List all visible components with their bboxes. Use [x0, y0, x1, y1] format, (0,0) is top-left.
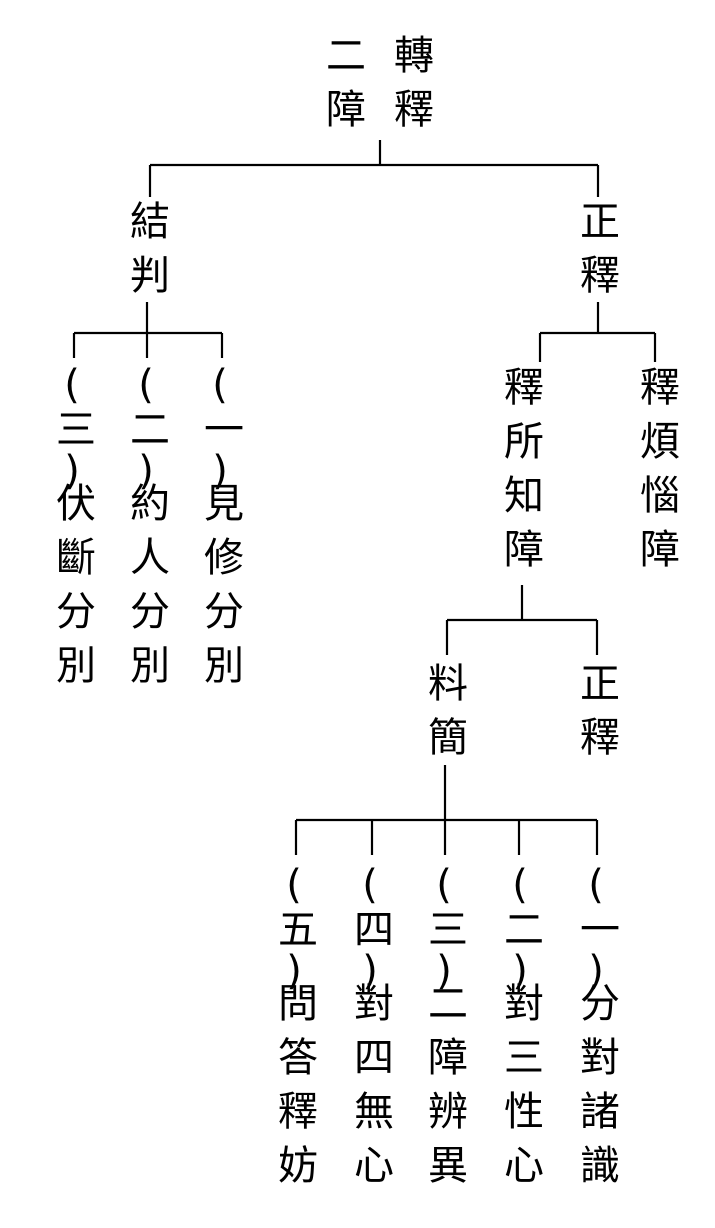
jneya-zhengshi-node: 正釋	[573, 662, 619, 770]
kleshavarana-node: 釋煩惱障	[633, 366, 679, 582]
conclusion-item-1-num: (一)	[197, 362, 243, 494]
liaojian-item-2-num: (二)	[497, 862, 543, 994]
liaojian-item-5-num: (五)	[271, 862, 317, 994]
liaojian-item-3-text: 二障辨異	[421, 982, 467, 1198]
liaojian-item-1-num: (一)	[573, 862, 619, 994]
conclusion-item-3-num: (三)	[49, 362, 95, 494]
conclusion-node: 結判	[123, 200, 169, 308]
liaojian-node: 料簡	[421, 662, 467, 770]
conclusion-item-2-text: 約人分別	[123, 482, 169, 698]
liaojian-item-5-text: 問答釋妨	[271, 982, 317, 1198]
root-node-col1: 二障	[319, 34, 365, 142]
main-explanation-node: 正釋	[573, 200, 619, 308]
root-node-col2: 轉釋	[387, 34, 433, 142]
conclusion-item-3-text: 伏斷分別	[49, 482, 95, 698]
liaojian-item-3-num: (三)	[421, 862, 467, 994]
conclusion-item-2-num: (二)	[123, 362, 169, 494]
jneyavarana-node: 釋所知障	[497, 366, 543, 582]
conclusion-item-1-text: 見修分別	[197, 482, 243, 698]
liaojian-item-4-num: (四)	[347, 862, 393, 994]
liaojian-item-2-text: 對三性心	[497, 982, 543, 1198]
liaojian-item-1-text: 分對諸識	[573, 982, 619, 1198]
liaojian-item-4-text: 對四無心	[347, 982, 393, 1198]
